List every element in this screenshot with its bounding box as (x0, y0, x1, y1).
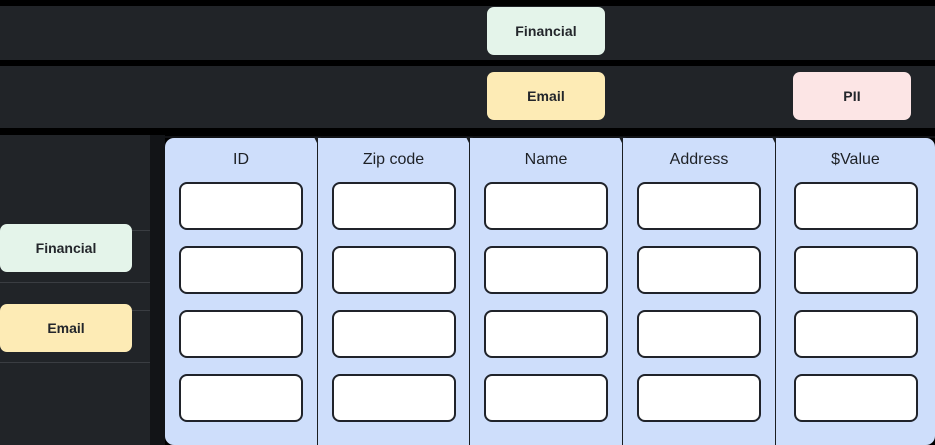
table-column-address[interactable]: Address (623, 137, 779, 445)
table-cell[interactable] (484, 310, 608, 358)
table-cell[interactable] (484, 246, 608, 294)
column-header: Address (669, 151, 729, 168)
tag-chip-pii-top[interactable]: PII (793, 72, 911, 120)
top-band-financial (0, 6, 935, 60)
sidebar-item-financial[interactable]: Financial (0, 224, 132, 272)
sidebar (0, 135, 150, 445)
tag-chip-email-top[interactable]: Email (487, 72, 605, 120)
data-table: ID Zip code Name Address (165, 136, 935, 445)
column-header: Zip code (362, 151, 425, 168)
table-column-value[interactable]: $Value (776, 138, 935, 445)
sidebar-item-email[interactable]: Email (0, 304, 132, 352)
table-cell[interactable] (637, 374, 761, 422)
table-cell[interactable] (637, 246, 761, 294)
table-cell[interactable] (793, 246, 918, 294)
table-cell[interactable] (331, 246, 456, 294)
table-cell[interactable] (179, 310, 303, 358)
column-header: Name (524, 151, 568, 168)
column-divider-notch-icon (314, 137, 321, 144)
table-cell[interactable] (793, 310, 918, 358)
table-cell[interactable] (637, 310, 761, 358)
table-cell[interactable] (484, 374, 608, 422)
table-cell[interactable] (179, 374, 303, 422)
column-divider-notch-icon (619, 137, 626, 144)
column-divider-notch-icon (466, 137, 473, 144)
table-column-id[interactable]: ID (165, 137, 321, 445)
table-cell[interactable] (331, 182, 456, 230)
column-header: ID (233, 151, 249, 168)
sidebar-table-gutter (150, 135, 165, 445)
table-cell[interactable] (331, 374, 456, 422)
table-cell[interactable] (484, 182, 608, 230)
tag-chip-financial-top[interactable]: Financial (487, 7, 605, 55)
table-cell[interactable] (331, 310, 456, 358)
table-cell[interactable] (637, 182, 761, 230)
table-column-name[interactable]: Name (470, 137, 626, 445)
table-cell[interactable] (179, 246, 303, 294)
column-divider-notch-icon (772, 137, 779, 144)
table-cell[interactable] (793, 374, 918, 422)
table-cell[interactable] (179, 182, 303, 230)
top-band-email-pii (0, 66, 935, 128)
table-cell[interactable] (793, 182, 918, 230)
column-header: $Value (831, 151, 880, 168)
table-column-zip-code[interactable]: Zip code (318, 137, 473, 445)
